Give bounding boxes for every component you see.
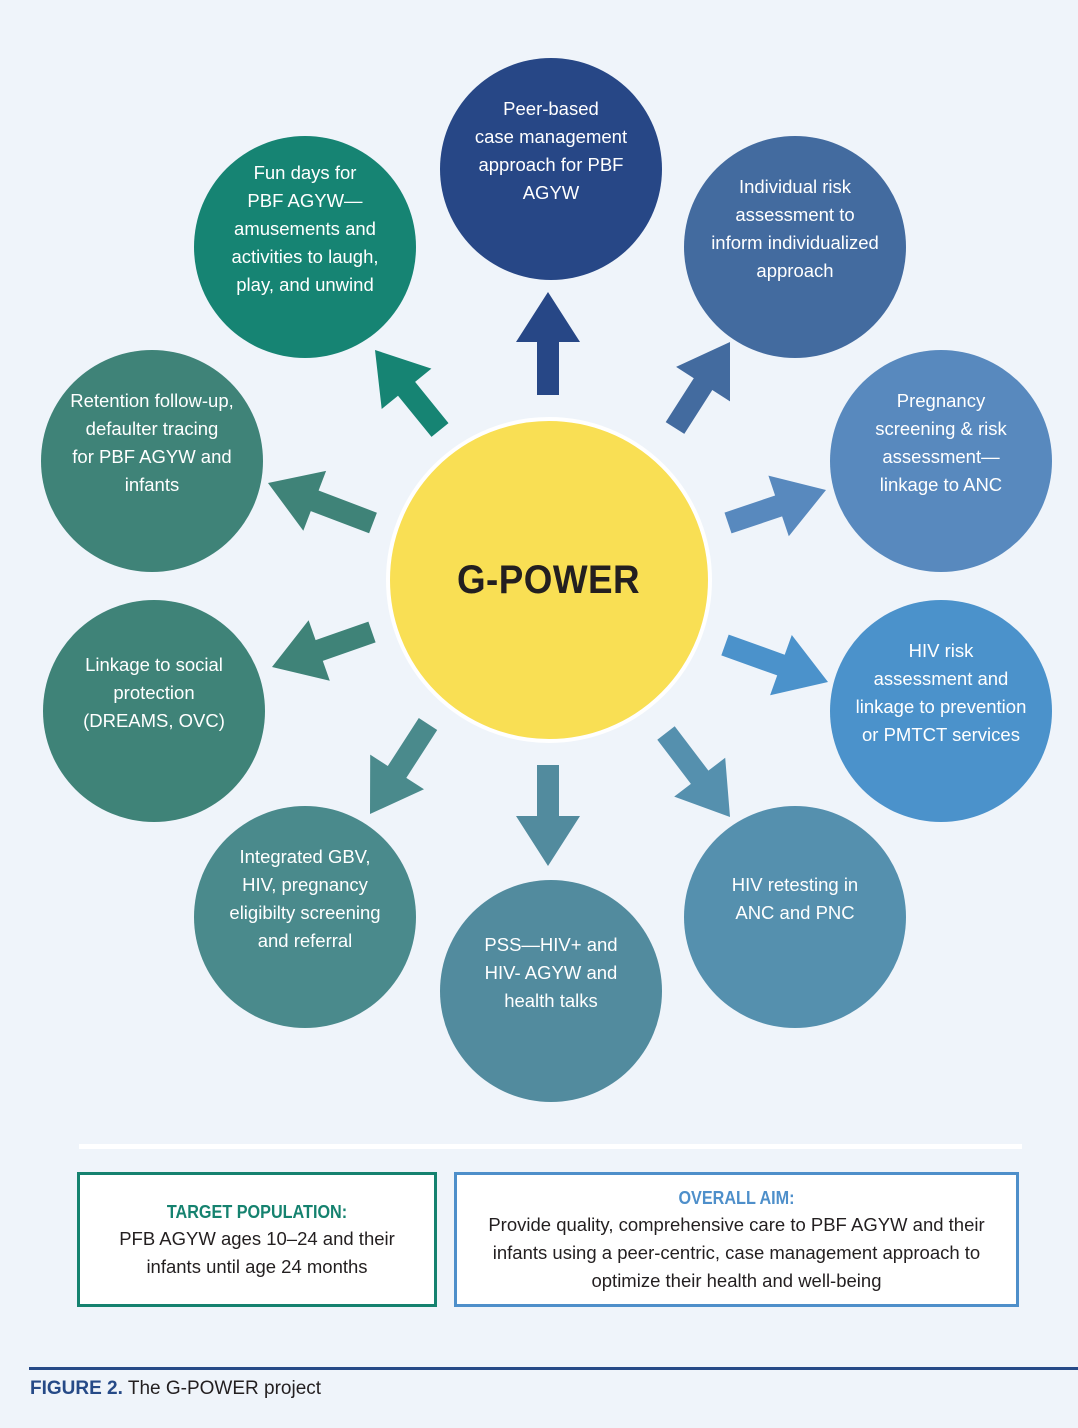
arrow-icon-fun-days bbox=[375, 350, 449, 437]
node-integrated-gbv-screening: Integrated GBV, HIV, pregnancy eligibilt… bbox=[194, 806, 416, 1028]
node-pregnancy-screening: Pregnancy screening & risk assessment— l… bbox=[830, 350, 1052, 572]
node-label: Retention follow-up, defaulter tracing f… bbox=[70, 390, 234, 495]
node-label: Peer-based case management approach for … bbox=[474, 98, 628, 203]
arrow-icon-hiv-retesting bbox=[657, 726, 730, 817]
node-fun-days: Fun days for PBF AGYW— amusements and ac… bbox=[194, 136, 416, 358]
node-label: Pregnancy screening & risk assessment— l… bbox=[875, 390, 1007, 495]
figure-title: The G-POWER project bbox=[122, 1378, 322, 1399]
arrow-icon-social-protection-linkage bbox=[272, 620, 376, 681]
overall-aim-title: OVERALL AIM: bbox=[678, 1187, 795, 1208]
hub-label: G-POWER bbox=[457, 557, 641, 602]
caption-rule bbox=[29, 1367, 1078, 1370]
overall-aim-box: OVERALL AIM: Provide quality, comprehens… bbox=[454, 1172, 1019, 1307]
node-hiv-retesting: HIV retesting in ANC and PNC bbox=[684, 806, 906, 1028]
figure-number: FIGURE 2. bbox=[30, 1378, 123, 1399]
target-population-body: PFB AGYW ages 10–24 and their infants un… bbox=[119, 1227, 395, 1277]
node-hiv-risk-assessment: HIV risk assessment and linkage to preve… bbox=[830, 600, 1052, 822]
arrow-icon-individual-risk-assessment bbox=[665, 342, 730, 434]
node-label: HIV risk assessment and linkage to preve… bbox=[855, 640, 1027, 745]
arrow-icon-integrated-gbv-screening bbox=[370, 718, 438, 814]
hub-circle: G-POWER bbox=[386, 417, 712, 743]
target-population-title: TARGET POPULATION: bbox=[166, 1201, 348, 1222]
arrow-icon-hiv-risk-assessment bbox=[721, 634, 828, 696]
node-label: Linkage to social protection (DREAMS, OV… bbox=[83, 654, 225, 731]
node-individual-risk-assessment: Individual risk assessment to inform ind… bbox=[684, 136, 906, 358]
arrow-icon-pss-health-talks bbox=[516, 765, 580, 866]
node-label: Fun days for PBF AGYW— amusements and ac… bbox=[231, 162, 379, 295]
node-pss-health-talks: PSS—HIV+ and HIV- AGYW and health talks bbox=[440, 880, 662, 1102]
overall-aim-body: Provide quality, comprehensive care to P… bbox=[488, 1213, 985, 1291]
arrow-icon-peer-case-management bbox=[516, 292, 580, 395]
node-label: PSS—HIV+ and HIV- AGYW and health talks bbox=[484, 934, 618, 1011]
arrows-layer bbox=[268, 292, 828, 866]
target-population-box: TARGET POPULATION: PFB AGYW ages 10–24 a… bbox=[77, 1172, 437, 1307]
arrow-icon-retention-follow-up bbox=[268, 470, 377, 534]
section-divider bbox=[79, 1144, 1022, 1149]
node-peer-case-management: Peer-based case management approach for … bbox=[440, 58, 662, 280]
arrow-icon-pregnancy-screening bbox=[724, 475, 826, 537]
node-label: Individual risk assessment to inform ind… bbox=[711, 176, 879, 281]
node-retention-follow-up: Retention follow-up, defaulter tracing f… bbox=[41, 350, 263, 572]
figure-caption: FIGURE 2. The G-POWER project bbox=[30, 1378, 321, 1400]
g-power-diagram: Peer-based case management approach for … bbox=[41, 58, 1052, 1102]
node-label: Integrated GBV, HIV, pregnancy eligibilt… bbox=[229, 846, 381, 951]
node-label: HIV retesting in ANC and PNC bbox=[731, 874, 859, 923]
node-social-protection-linkage: Linkage to social protection (DREAMS, OV… bbox=[43, 600, 265, 822]
